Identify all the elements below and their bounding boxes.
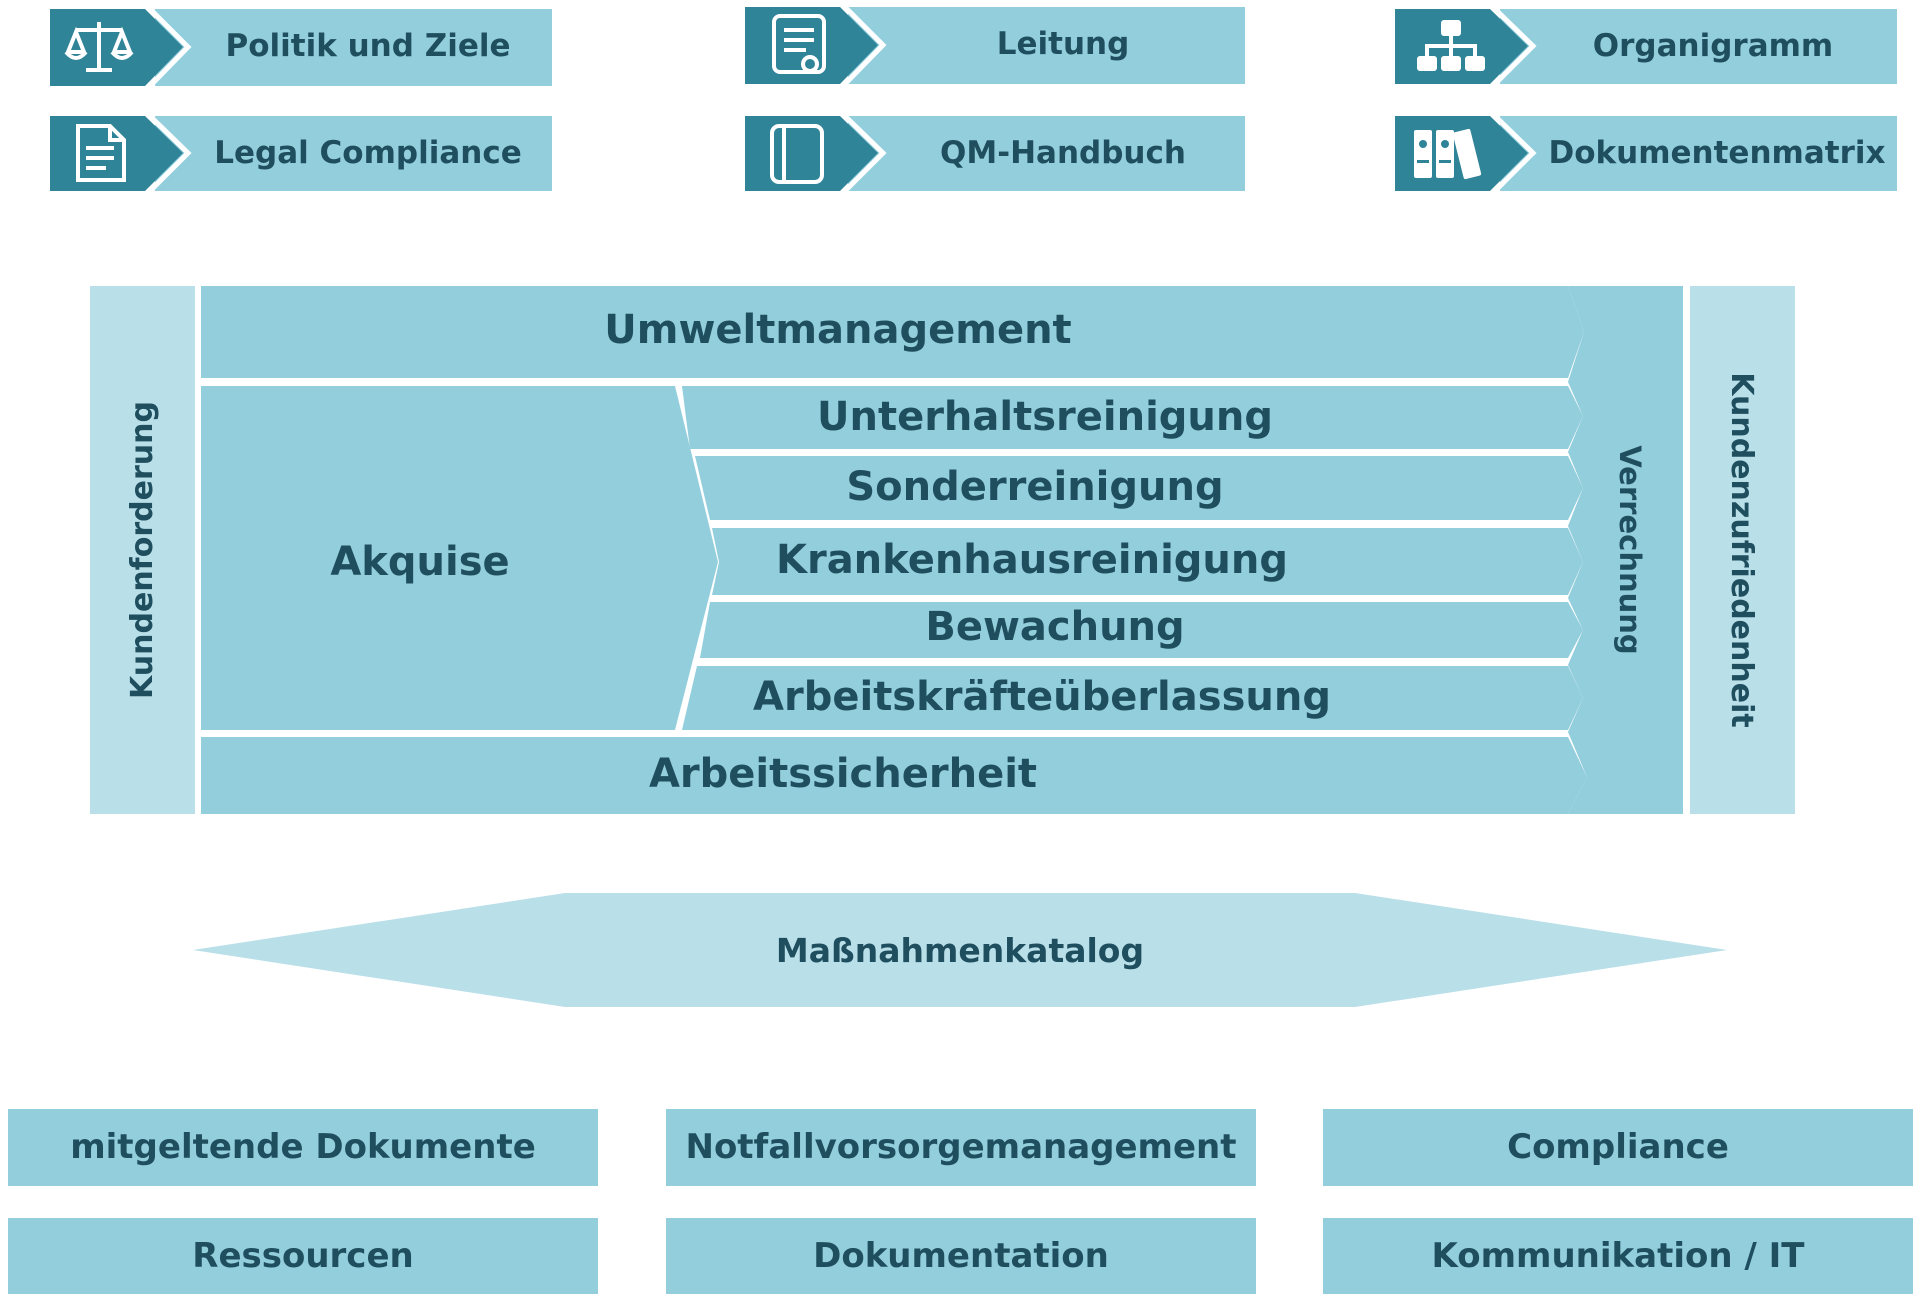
support-kommunikation-it[interactable]: Kommunikation / IT	[1323, 1218, 1913, 1294]
link-dokumentenmatrix[interactable]: Dokumentenmatrix	[1395, 114, 1897, 193]
support-label: Kommunikation / IT	[1432, 1236, 1806, 1276]
billing-column: Verrechnung	[1568, 286, 1683, 814]
link-label: QM-Handbuch	[940, 135, 1186, 171]
service-label: Krankenhausreinigung	[776, 537, 1288, 583]
certificate-icon	[772, 14, 826, 74]
document-icon	[76, 124, 126, 182]
scales-icon	[64, 22, 134, 72]
support-label: Ressourcen	[192, 1236, 413, 1276]
org-chart-icon	[1417, 20, 1485, 71]
link-label: Legal Compliance	[214, 135, 522, 171]
link-label: Organigramm	[1593, 28, 1833, 64]
support-label: mitgeltende Dokumente	[70, 1127, 536, 1167]
link-qm-handbuch[interactable]: QM-Handbuch	[745, 114, 1245, 193]
service-row: Bewachung	[700, 602, 1583, 658]
acquisition-block: Akquise	[201, 386, 718, 730]
band-label: Umweltmanagement	[604, 307, 1071, 353]
band-label: Arbeitssicherheit	[649, 751, 1037, 797]
link-organigramm[interactable]: Organigramm	[1395, 7, 1897, 86]
input-label: Kundenforderung	[125, 401, 160, 699]
support-compliance[interactable]: Compliance	[1323, 1109, 1913, 1186]
service-row: Krankenhausreinigung	[712, 528, 1583, 595]
output-column: Kundenzufriedenheit	[1690, 286, 1795, 814]
support-notfallvorsorgemanagement[interactable]: Notfallvorsorgemanagement	[666, 1109, 1256, 1186]
support-label: Dokumentation	[813, 1236, 1109, 1276]
output-label: Kundenzufriedenheit	[1724, 372, 1759, 727]
service-label: Sonderreinigung	[846, 464, 1223, 510]
link-label: Dokumentenmatrix	[1549, 135, 1886, 171]
binders-icon	[1414, 128, 1482, 180]
link-politik-und-ziele[interactable]: Politik und Ziele	[50, 7, 552, 88]
input-column: Kundenforderung	[90, 286, 195, 814]
service-label: Arbeitskräfteüberlassung	[753, 674, 1331, 720]
support-ressourcen[interactable]: Ressourcen	[8, 1218, 598, 1294]
support-label: Notfallvorsorgemanagement	[685, 1127, 1236, 1167]
service-label: Unterhaltsreinigung	[817, 394, 1273, 440]
band-umweltmanagement: Umweltmanagement	[201, 286, 1584, 378]
link-label: Politik und Ziele	[225, 28, 510, 64]
catalog-label: Maßnahmenkatalog	[776, 931, 1144, 970]
service-row: Arbeitskräfteüberlassung	[682, 666, 1583, 730]
billing-label: Verrechnung	[1613, 445, 1647, 654]
support-mitgeltende-dokumente[interactable]: mitgeltende Dokumente	[8, 1109, 598, 1186]
acquisition-label: Akquise	[330, 539, 509, 585]
service-row: Sonderreinigung	[695, 456, 1583, 520]
band-arbeitssicherheit: Arbeitssicherheit	[201, 737, 1587, 814]
link-legal-compliance[interactable]: Legal Compliance	[50, 114, 552, 193]
link-label: Leitung	[997, 26, 1130, 62]
service-row: Unterhaltsreinigung	[682, 386, 1583, 449]
catalog-banner: Maßnahmenkatalog	[193, 893, 1727, 1007]
book-icon	[770, 124, 824, 184]
service-label: Bewachung	[925, 604, 1184, 650]
support-dokumentation[interactable]: Dokumentation	[666, 1218, 1256, 1294]
link-leitung[interactable]: Leitung	[745, 5, 1245, 86]
support-label: Compliance	[1507, 1127, 1729, 1167]
